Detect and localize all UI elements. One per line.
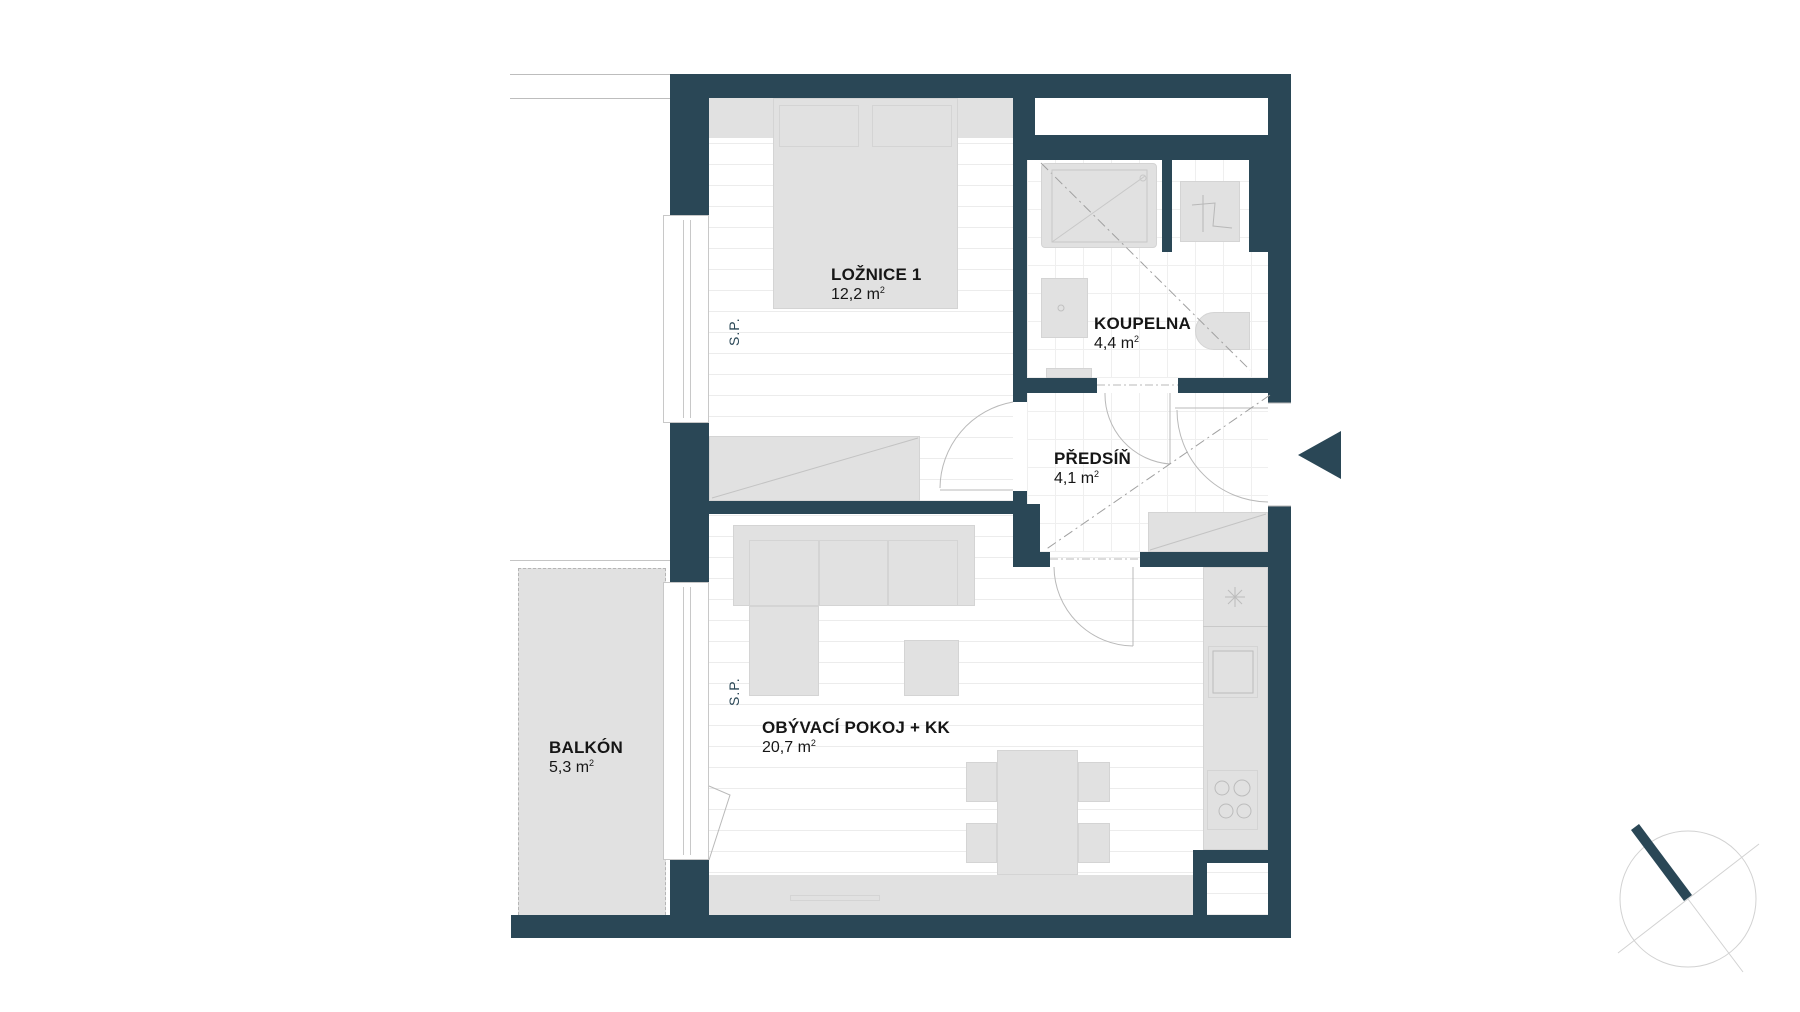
room-label-koupelna: KOUPELNA 4,4 m2 — [1094, 314, 1191, 354]
bedroom-door — [939, 401, 1014, 491]
balcony-area — [518, 568, 666, 915]
wall-bedroom-bath — [1013, 97, 1027, 402]
room-name: LOŽNICE 1 — [831, 265, 922, 284]
wall-shaft-bottom — [1027, 135, 1268, 160]
dining-chair-left-top — [966, 762, 997, 802]
dining-table — [997, 750, 1078, 875]
wardrobe-diagonals — [711, 437, 1267, 551]
sofa-chaise — [749, 606, 819, 696]
sofa-seat-1 — [749, 540, 819, 606]
wall-bath-bottom-left — [1027, 378, 1097, 393]
coffee-table — [904, 640, 959, 696]
room-area: 4,4 m2 — [1094, 334, 1140, 353]
balcony-door — [708, 785, 731, 861]
room-area: 12,2 m2 — [831, 285, 885, 304]
wall-top — [670, 74, 1291, 98]
room-name: OBÝVACÍ POKOJ + KK — [762, 718, 950, 737]
shower-tray — [1041, 163, 1157, 248]
toilet — [1195, 312, 1250, 350]
terrace-line-top — [510, 74, 670, 75]
pillow-right — [872, 105, 952, 147]
entrance-door — [1175, 402, 1291, 507]
room-label-balkon: BALKÓN 5,3 m2 — [549, 738, 623, 778]
wall-hall-bottom-left — [1013, 552, 1050, 567]
living-window — [663, 582, 709, 860]
room-area: 5,3 m2 — [549, 758, 595, 777]
wall-corner-shaft-top — [1193, 850, 1270, 863]
room-area: 20,7 m2 — [762, 738, 816, 757]
wall-bottom — [511, 915, 1291, 938]
living-door — [1050, 558, 1140, 647]
towel-radiator — [1046, 368, 1092, 378]
sofa-seat-2 — [819, 540, 888, 606]
room-label-obyvaci: OBÝVACÍ POKOJ + KK 20,7 m2 — [762, 718, 950, 758]
kitchen-sink — [1208, 646, 1258, 698]
room-name: BALKÓN — [549, 738, 623, 757]
room-label-loznice: LOŽNICE 1 12,2 m2 — [831, 265, 922, 305]
wall-wc-niche — [1249, 160, 1268, 252]
wall-corner-shaft-left — [1193, 850, 1207, 915]
dining-chair-right-bottom — [1078, 823, 1110, 863]
sink-drain-icon — [1057, 304, 1065, 312]
hallway-floor — [1027, 393, 1268, 552]
wall-right-lower — [1268, 506, 1291, 938]
dining-chair-right-top — [1078, 762, 1110, 802]
washing-machine — [1180, 181, 1240, 242]
room-name: KOUPELNA — [1094, 314, 1191, 333]
wall-left-mid — [670, 423, 709, 582]
terrace-line-bottom — [510, 98, 670, 99]
wall-bath-bottom-right — [1178, 378, 1268, 393]
wall-hall-column-inner — [1027, 504, 1040, 552]
bedroom-window — [663, 215, 709, 423]
pillow-left — [779, 105, 859, 147]
wall-shower-divider — [1162, 160, 1172, 252]
wall-hall-bottom-right — [1140, 552, 1268, 567]
wall-right-upper — [1268, 74, 1291, 403]
room-name: PŘEDSÍŇ — [1054, 449, 1131, 468]
wall-shaft-left — [1013, 97, 1035, 135]
dining-chair-left-bottom — [966, 823, 997, 863]
balcony-edge-line — [510, 560, 670, 561]
north-compass-icon — [1617, 824, 1760, 973]
wall-bedroom-living — [709, 501, 1027, 514]
room-label-predsin: PŘEDSÍŇ 4,1 m2 — [1054, 449, 1131, 489]
wall-left-upper — [670, 74, 709, 215]
room-area: 4,1 m2 — [1054, 469, 1100, 488]
washing-machine-icon — [1191, 195, 1233, 232]
kitchen-hob — [1207, 770, 1258, 830]
ceiling-diagonals — [1040, 162, 1271, 551]
sliding-door-label-living: S.P. — [726, 677, 742, 706]
kitchen-fixtures — [1212, 587, 1254, 819]
sofa-seat-3 — [888, 540, 958, 606]
radiator — [790, 895, 880, 901]
window-sill-strip — [709, 875, 1193, 915]
bathroom-door — [1097, 384, 1178, 465]
kitchen-divider — [1203, 626, 1268, 627]
entrance-arrow-icon — [1298, 431, 1341, 479]
wall-hall-column — [1013, 491, 1027, 567]
shower-lines — [1051, 169, 1148, 243]
sliding-door-label-bedroom: S.P. — [726, 317, 742, 346]
